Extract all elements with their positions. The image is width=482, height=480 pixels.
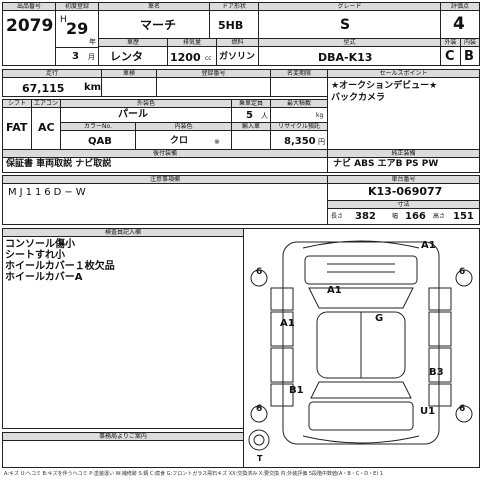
shift-label: シフト — [2, 99, 32, 108]
damage-mark: B3 — [429, 367, 444, 378]
selling-point: バックカメラ — [331, 93, 386, 103]
legend-footer: A:キズ U:ヘコミ B:キズを伴うヘコミ P:塗装違い W:補修跡 S:錆 C… — [4, 471, 384, 477]
exterior-label: 外装 — [440, 38, 461, 47]
genuine-label: 純正装備 — [327, 149, 480, 158]
office-label: 事務局よりご案内 — [2, 432, 244, 441]
fuel: ガソリン — [219, 52, 256, 62]
equipment-label: 後付装備 — [2, 149, 328, 158]
load-label: 最大積載 — [270, 99, 328, 108]
lot-number: 2079 — [6, 16, 54, 36]
grade: S — [340, 17, 351, 33]
capacity-unit: 人 — [261, 112, 268, 120]
shift: FAT — [6, 121, 28, 134]
lot-label: 出品番号 — [2, 2, 56, 11]
recycle-fee: 8,350 — [284, 136, 316, 147]
height-label: 高さ — [433, 213, 446, 220]
length-label: 長さ — [331, 213, 344, 220]
interior-label: 内装 — [460, 38, 480, 47]
tire-mark: 6 — [459, 267, 466, 277]
color-number: QAB — [88, 136, 112, 147]
reg-month-unit: 月 — [88, 53, 95, 61]
reg-year: 29 — [66, 19, 89, 38]
first-reg-label: 初度登録 — [55, 2, 99, 11]
mileage-label: 走行 — [2, 69, 102, 78]
door-type: 5HB — [218, 19, 244, 32]
tire-mark: 6 — [459, 404, 466, 414]
length: 382 — [355, 211, 376, 222]
notes-label: 注意事項欄 — [2, 175, 328, 184]
damage-mark: A1 — [280, 318, 295, 329]
width: 166 — [405, 211, 426, 222]
inspection-note: ホイールカバー１枚欠品 — [5, 261, 115, 272]
damage-mark: B1 — [289, 385, 304, 396]
load-unit: kg — [316, 112, 324, 119]
tire-mark: 6 — [256, 404, 263, 414]
inspection-note: ホイールカバーA — [5, 272, 83, 283]
mileage: 67,115 — [22, 82, 65, 95]
damage-mark: G — [375, 313, 384, 324]
reg-year-unit: 年 — [89, 38, 96, 46]
vehicle-use: レンタ — [110, 50, 143, 63]
height: 151 — [453, 211, 474, 222]
reg-month: 3 — [72, 51, 79, 62]
grade-label: グレード — [258, 2, 441, 11]
dims-label: 寸法 — [327, 200, 480, 209]
selling-point: ★オークションデビュー★ — [331, 81, 438, 91]
displacement: 1200 — [170, 51, 201, 64]
interior-color-label: 内装色 — [135, 122, 232, 131]
reg-number-label: 登録番号 — [156, 69, 271, 78]
damage-diagram — [243, 228, 480, 468]
model-label: 型式 — [258, 38, 441, 47]
inspection-note: シートすれ小 — [5, 250, 65, 261]
damage-mark: A1 — [421, 240, 436, 251]
divider — [55, 47, 99, 48]
fuel-label: 燃料 — [216, 38, 259, 47]
inspection-notes-label: 検査員記入欄 — [2, 228, 244, 237]
damage-mark: U1 — [420, 406, 436, 417]
frame-label: 車台番号 — [327, 175, 480, 184]
use-label: 車歴 — [98, 38, 168, 47]
displacement-label: 排気量 — [167, 38, 217, 47]
damage-mark: A1 — [327, 285, 342, 296]
inspection-label: 車検 — [101, 69, 157, 78]
tire-mark: 6 — [256, 267, 263, 277]
displacement-unit: cc — [205, 55, 212, 62]
car-name-label: 車名 — [98, 2, 210, 11]
color-no-label: カラーNo. — [60, 122, 136, 131]
car-name: マーチ — [140, 18, 177, 32]
width-label: 幅 — [392, 213, 399, 220]
ac-label: エアコン — [31, 99, 61, 108]
capacity-label: 乗車定員 — [231, 99, 271, 108]
interior-color-mark: ※ — [214, 138, 220, 146]
car-diagram — [248, 240, 473, 451]
selling-points-label: セールスポイント — [327, 69, 480, 78]
notes-text: MJ116D−W — [8, 187, 89, 198]
recycle-label: リサイクル預託 — [270, 122, 328, 131]
interior-grade: B — [464, 49, 474, 64]
recycle-unit: 円 — [318, 138, 325, 146]
interior-color: クロ — [170, 136, 189, 146]
score: 4 — [453, 14, 465, 34]
import-label: 輸入車 — [231, 122, 271, 131]
name-change-label: 名変期限 — [270, 69, 328, 78]
color-label: 外装色 — [60, 99, 232, 108]
equipment: 保証書 車両取説 ナビ取説 — [6, 159, 112, 169]
trunk-mark: T — [257, 454, 263, 463]
inspection-note: コンソール傷小 — [5, 239, 75, 250]
model: DBA-K13 — [318, 51, 373, 64]
exterior-color: パール — [118, 109, 148, 120]
mileage-unit: km — [84, 82, 102, 93]
frame-number: K13-069077 — [368, 185, 443, 198]
door-label: ドア形状 — [209, 2, 259, 11]
exterior-grade: C — [445, 49, 455, 64]
era: H — [60, 15, 67, 25]
genuine-equipment: ナビ ABS エアB PS PW — [333, 159, 439, 169]
ac: AC — [38, 121, 55, 134]
capacity: 5 — [246, 110, 253, 121]
score-label: 評価点 — [440, 2, 480, 11]
